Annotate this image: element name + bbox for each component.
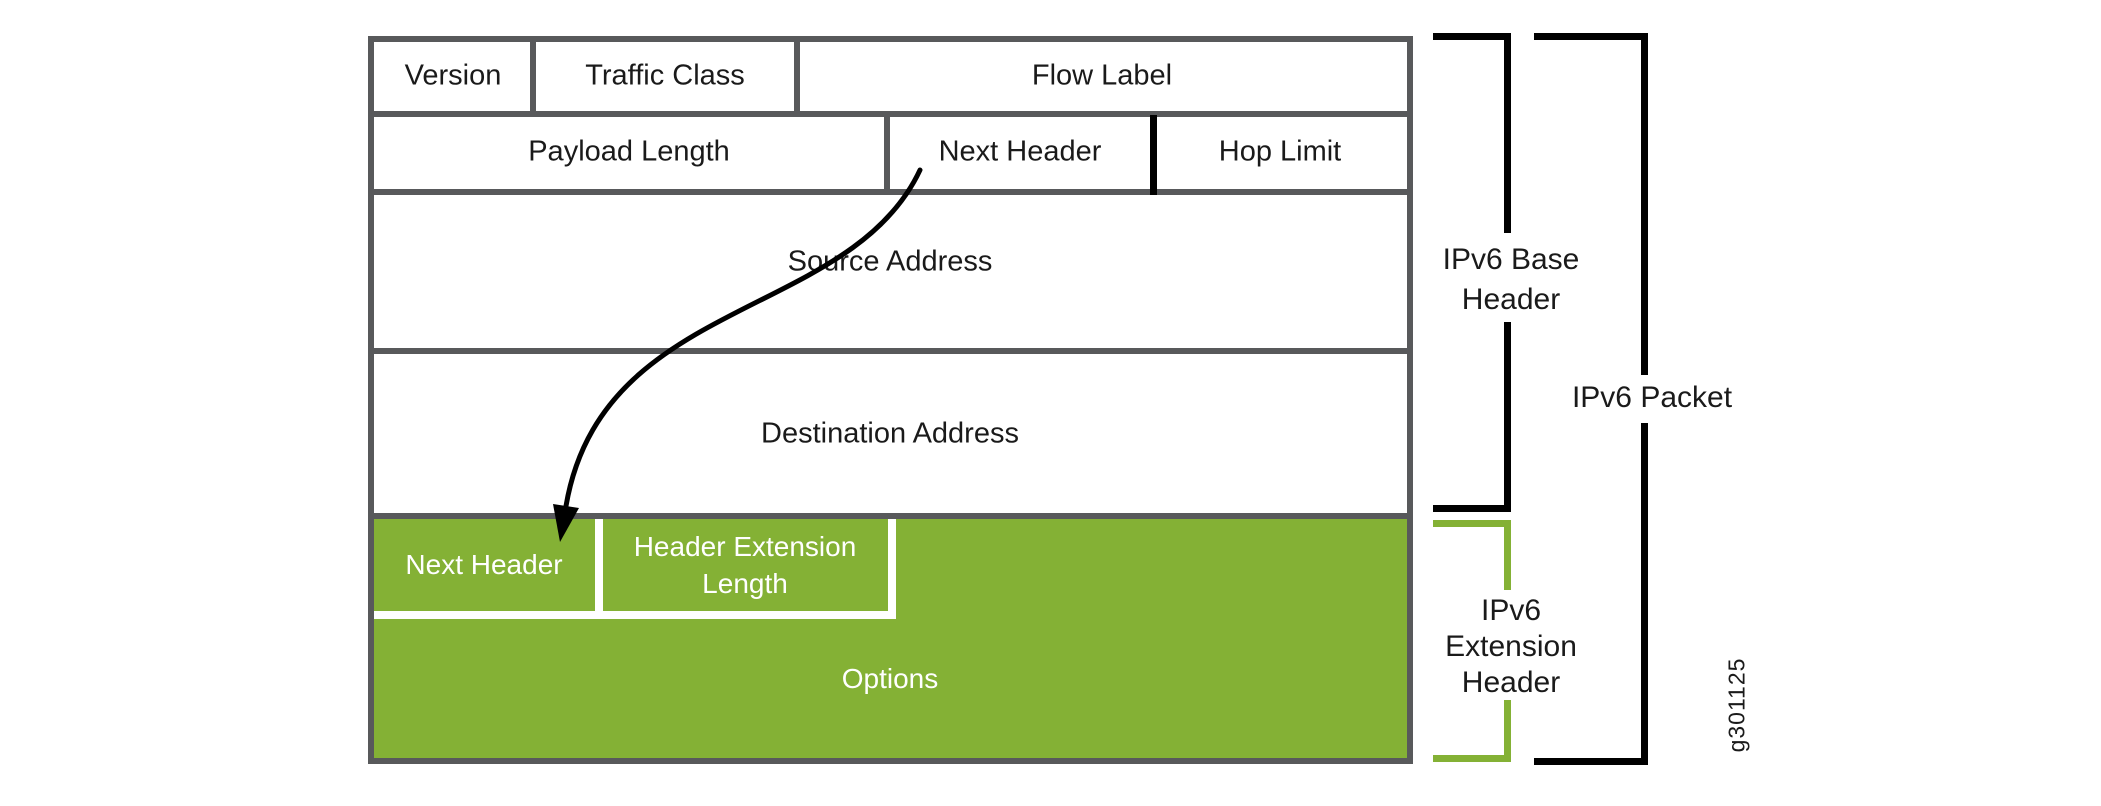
row-divider-3 [368, 348, 1413, 354]
divider-payload-nextheader [884, 111, 890, 195]
bracket-ext-line-lower [1504, 700, 1511, 762]
cell-flow-label: Flow Label [1031, 59, 1173, 92]
cell-destination-address: Destination Address [761, 417, 1019, 450]
cell-next-header: Next Header [938, 135, 1102, 168]
label-ipv6-extension-header: IPv6 Extension Header [1445, 594, 1577, 699]
bracket-base-tick-bottom [1433, 505, 1511, 512]
bracket-base-line-upper [1504, 33, 1511, 233]
cell-header-extension-length: Header Extension Length [633, 531, 857, 599]
cell-hop-limit: Hop Limit [1218, 135, 1342, 168]
bracket-base-tick-top [1433, 33, 1511, 40]
row-divider-4 [368, 513, 1413, 519]
table-border-right [1407, 36, 1413, 764]
cell-source-address: Source Address [787, 245, 993, 278]
label-ipv6-packet: IPv6 Packet [1571, 381, 1733, 414]
bracket-packet-tick-bottom [1534, 758, 1648, 765]
ext-divider-length-right [888, 519, 896, 619]
cell-payload-length: Payload Length [528, 135, 730, 168]
divider-version-trafficclass [530, 36, 536, 117]
bracket-ext-tick-bottom [1433, 755, 1511, 762]
label-ipv6-base-header: IPv6 Base Header [1442, 242, 1580, 316]
table-border-bottom [368, 758, 1413, 764]
cell-version: Version [404, 59, 502, 92]
row-divider-2 [368, 189, 1413, 195]
bracket-ext-tick-top [1433, 520, 1511, 527]
table-border-left [368, 36, 374, 764]
table-border-top [368, 36, 1413, 42]
cell-traffic-class: Traffic Class [585, 59, 745, 92]
cell-options: Options [841, 663, 939, 694]
bracket-ext-line-upper [1504, 520, 1511, 590]
bracket-base-line-lower [1504, 322, 1511, 512]
figure-id: g301125 [1723, 657, 1750, 753]
bracket-packet-line-lower [1641, 423, 1648, 765]
cell-ext-next-header: Next Header [405, 549, 563, 580]
row-divider-1 [368, 111, 1413, 117]
bracket-packet-line-upper [1641, 33, 1648, 375]
divider-trafficclass-flowlabel [794, 36, 800, 117]
ext-divider-horizontal [374, 611, 896, 619]
divider-nextheader-hoplimit [1150, 115, 1157, 195]
ext-divider-nextheader [595, 519, 603, 611]
bracket-packet-tick-top [1534, 33, 1648, 40]
